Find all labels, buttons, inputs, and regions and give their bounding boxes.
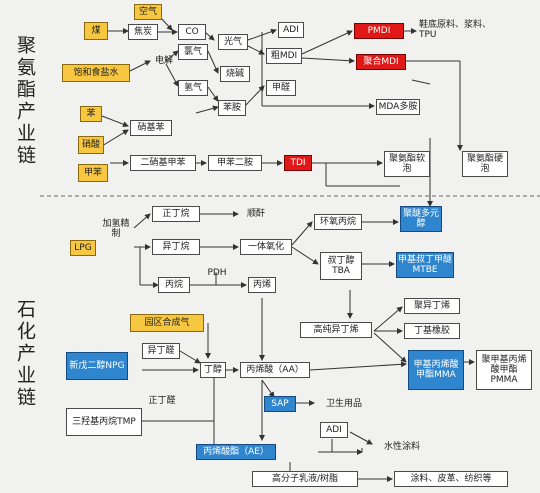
node-adi-bottom: ADI bbox=[320, 422, 348, 438]
node-brine: 饱和食盐水 bbox=[62, 64, 130, 82]
node-n-butane: 正丁烷 bbox=[152, 206, 200, 222]
node-ae: 丙烯酸酯（AE） bbox=[196, 444, 276, 460]
node-tmp: 三羟基丙烷TMP bbox=[66, 408, 142, 436]
node-co: CO bbox=[178, 24, 206, 40]
node-pmma: 聚甲基丙烯酸甲酯PMMA bbox=[476, 350, 532, 390]
node-air: 空气 bbox=[134, 4, 162, 20]
node-nitrobenzene: 硝基苯 bbox=[130, 120, 172, 136]
node-tba: 叔丁醇TBA bbox=[320, 252, 362, 280]
node-maleic: 顺酐 bbox=[246, 209, 265, 219]
node-polymer-emulsion: 高分子乳液/树脂 bbox=[252, 471, 358, 487]
section-title-polyurethane: 聚氨酯产业链 bbox=[14, 35, 36, 167]
node-hydrogen: 氢气 bbox=[178, 80, 208, 96]
section-title-petrochemical: 石化产业链 bbox=[14, 299, 36, 409]
node-chlorine: 氯气 bbox=[178, 44, 208, 60]
node-nitric-acid: 硝酸 bbox=[78, 136, 104, 154]
node-adi-top: ADI bbox=[278, 22, 304, 38]
node-polyether: 聚醚多元醇 bbox=[400, 206, 442, 232]
node-shoe-material: 鞋底原料、浆料、TPU bbox=[419, 20, 492, 40]
node-toluenediamine: 甲苯二胺 bbox=[208, 155, 262, 171]
node-dinitrotoluene: 二硝基甲苯 bbox=[130, 155, 196, 171]
node-coke: 焦炭 bbox=[128, 24, 158, 40]
node-propylene: 丙烯 bbox=[248, 277, 276, 293]
node-lpg: LPG bbox=[70, 240, 96, 256]
node-tdi: TDI bbox=[284, 155, 312, 171]
node-isobutyraldehyde: 异丁醛 bbox=[142, 343, 180, 359]
node-waterborne-coating: 水性涂料 bbox=[383, 442, 420, 452]
node-toluene: 甲苯 bbox=[78, 164, 108, 182]
node-pmdi: PMDI bbox=[354, 23, 404, 39]
node-one-step-oxidation: 一体氧化 bbox=[240, 239, 292, 255]
node-phosgene: 光气 bbox=[218, 34, 248, 50]
node-soft-foam: 聚氨酯软泡 bbox=[384, 151, 430, 177]
node-crude-mdi: 粗MDI bbox=[266, 48, 302, 64]
node-n-butyraldehyde: 正丁醛 bbox=[148, 396, 176, 406]
node-butanol: 丁醇 bbox=[200, 362, 226, 378]
node-coal: 煤 bbox=[84, 22, 108, 40]
node-hydrorefining: 加氢精制 bbox=[102, 219, 130, 239]
node-sap: SAP bbox=[264, 396, 296, 412]
node-electrolysis: 电解 bbox=[154, 56, 173, 66]
node-isobutane: 异丁烷 bbox=[152, 239, 200, 255]
node-epoxypropane: 环氧丙烷 bbox=[314, 214, 362, 230]
node-mtbe: 甲基叔丁甲醚MTBE bbox=[396, 252, 454, 278]
node-park-syngas: 园区合成气 bbox=[130, 314, 204, 332]
node-acrylic-acid: 丙烯酸（AA） bbox=[240, 362, 310, 378]
node-hygiene: 卫生用品 bbox=[325, 399, 362, 409]
node-pdh: PDH bbox=[207, 268, 227, 278]
node-benzene: 苯 bbox=[80, 106, 102, 122]
node-polymeric-mdi: 聚合MDI bbox=[356, 54, 406, 70]
node-aniline: 苯胺 bbox=[218, 100, 246, 116]
node-hp-isobutylene: 高纯异丁烯 bbox=[300, 322, 372, 338]
node-propane: 丙烷 bbox=[158, 277, 190, 293]
node-npg: 新戊二醇NPG bbox=[66, 352, 128, 380]
node-formaldehyde: 甲醛 bbox=[266, 80, 296, 96]
node-polyisobutylene: 聚异丁烯 bbox=[404, 298, 460, 314]
node-mda: MDA多胺 bbox=[376, 99, 420, 115]
node-butyl-rubber: 丁基橡胶 bbox=[404, 323, 460, 339]
node-caustic-soda: 烧碱 bbox=[220, 66, 250, 82]
node-coatings-leather: 涂料、皮革、纺织等 bbox=[394, 471, 508, 487]
node-mma: 甲基丙烯酸甲酯MMA bbox=[408, 350, 464, 390]
node-rigid-foam: 聚氨酯硬泡 bbox=[462, 151, 508, 177]
